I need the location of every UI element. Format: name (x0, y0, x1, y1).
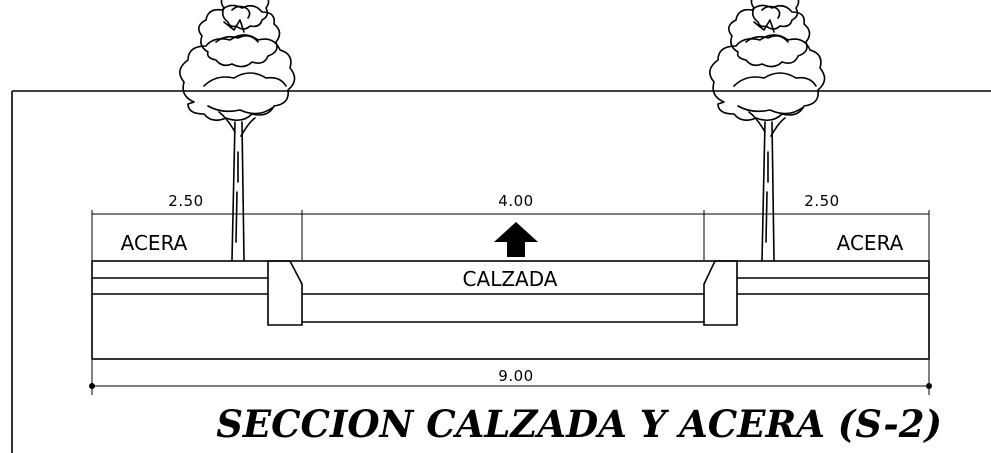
right-sidewalk-width: 2.50 (804, 192, 839, 210)
total-dimension-line (89, 360, 932, 395)
cross-section-profile (91, 260, 930, 360)
top-dimension-line (91, 210, 930, 260)
left-sidewalk-width: 2.50 (168, 192, 203, 210)
road-label: CALZADA (463, 267, 558, 291)
tree-icon (709, 0, 826, 261)
up-arrow-icon (494, 222, 538, 257)
drawing-title: SECCION CALZADA Y ACERA (S-2) (216, 402, 942, 446)
tree-icon (179, 0, 296, 261)
right-sidewalk-label: ACERA (837, 231, 904, 255)
total-width: 9.00 (498, 367, 533, 385)
road-width: 4.00 (498, 192, 533, 210)
left-sidewalk-label: ACERA (121, 231, 188, 255)
